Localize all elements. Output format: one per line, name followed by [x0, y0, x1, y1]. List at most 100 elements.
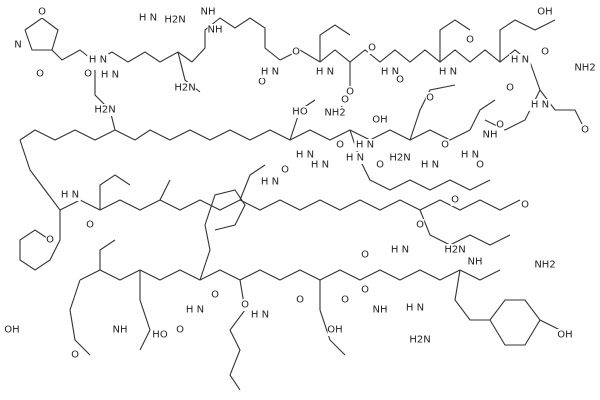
- atom-label-background: [404, 302, 426, 314]
- atom-label: O: [450, 194, 460, 206]
- bond: [419, 209, 511, 246]
- atom-label-background: [540, 46, 550, 58]
- atom-label-text: O: [466, 35, 474, 46]
- atom-label-background: [249, 309, 271, 321]
- atom-label-background: [295, 294, 305, 306]
- atom-label: OH: [372, 114, 388, 126]
- atom-label: H N: [389, 244, 411, 256]
- atom-label-text: O: [84, 69, 92, 80]
- atom-label-text: O: [506, 83, 514, 94]
- atom-label-text: O: [241, 300, 249, 311]
- atom-label: O: [440, 139, 450, 151]
- bond: [24, 17, 59, 51]
- atom-label-background: [280, 164, 290, 176]
- atom-label-text: H2N: [389, 153, 410, 164]
- atom-label-text: NH2: [534, 260, 555, 271]
- atom-label-text: H2N: [164, 15, 185, 26]
- atom-label: HO: [152, 329, 168, 341]
- atom-label-background: [291, 46, 301, 58]
- atom-label: O: [395, 74, 405, 86]
- atom-label: O: [175, 324, 185, 336]
- atom-label-text: NH: [468, 257, 483, 268]
- atom-label-background: [360, 249, 370, 261]
- atom-label: H N: [259, 176, 281, 188]
- atom-label-background: [375, 159, 385, 171]
- bond: [469, 99, 496, 131]
- atom-label-background: [465, 34, 475, 46]
- atom-label-background: [467, 256, 483, 268]
- atom-label: NH: [207, 24, 223, 36]
- atom-label: O: [505, 82, 515, 94]
- atom-label: H N: [184, 304, 206, 316]
- atom-label-text: HO: [292, 107, 308, 118]
- atom-label-text: H N: [251, 310, 269, 321]
- atom-label-background: [505, 82, 515, 94]
- atom-label-text: O: [376, 160, 384, 171]
- bond: [19, 139, 61, 271]
- bond: [454, 269, 541, 346]
- atom-label-background: [372, 304, 388, 316]
- atom-label-text: NH: [373, 305, 388, 316]
- atom-label-text: H N: [511, 55, 529, 66]
- atom-label: H N: [59, 189, 81, 201]
- atom-label-background: [495, 119, 505, 131]
- bond: [19, 129, 471, 141]
- atom-label-text: OH: [537, 7, 552, 18]
- bond: [229, 279, 246, 391]
- atom-label-background: [537, 6, 553, 18]
- atom-label-text: O: [281, 165, 289, 176]
- atom-label-background: [440, 139, 450, 151]
- atom-label-background: [344, 152, 366, 164]
- atom-label-text: O: [368, 43, 376, 54]
- atom-label: O: [45, 234, 55, 246]
- atom-label-text: H N: [186, 305, 204, 316]
- bond: [159, 179, 171, 201]
- atom-label-text: H N: [391, 245, 409, 256]
- atom-label-background: [314, 66, 336, 78]
- bond: [529, 61, 586, 131]
- atom-label: H2N: [174, 82, 196, 94]
- atom-label-background: [99, 69, 121, 81]
- atom-label-text: NH: [208, 25, 223, 36]
- atom-label-text: O: [581, 125, 589, 136]
- atom-label-background: [174, 82, 196, 94]
- atom-label: O: [37, 6, 47, 18]
- atom-label-text: O: [296, 295, 304, 306]
- atom-label: H N: [509, 54, 531, 66]
- atom-label: O: [240, 299, 250, 311]
- atom-label-background: [444, 244, 466, 256]
- atom-label: H N: [354, 139, 376, 151]
- atom-label-background: [35, 68, 45, 80]
- atom-label-background: [87, 54, 109, 66]
- atom-label: NH: [372, 304, 388, 316]
- atom-label-text: H2N: [94, 105, 115, 116]
- atom-label: H N: [87, 54, 109, 66]
- atom-label: NH2: [574, 62, 596, 74]
- bond: [349, 129, 491, 191]
- atom-label-text: O: [426, 93, 434, 104]
- atom-label-text: NH: [483, 130, 498, 141]
- bond: [239, 164, 266, 201]
- atom-label: O: [70, 349, 80, 361]
- atom-label-text: O: [541, 47, 549, 58]
- atom-label: H N: [404, 302, 426, 314]
- atom-label-text: O: [361, 250, 369, 261]
- atom-label: H N: [294, 149, 316, 161]
- bond: [439, 19, 471, 62]
- atom-label: O: [345, 86, 355, 98]
- atom-label-text: O: [336, 140, 344, 151]
- bond: [51, 49, 193, 63]
- atom-label-background: [240, 299, 250, 311]
- atom-label: H2N: [164, 14, 186, 26]
- atom-label: OH: [537, 6, 553, 18]
- atom-label-background: [257, 76, 267, 88]
- atom-label-background: [175, 324, 185, 336]
- atom-label-text: O: [396, 75, 404, 86]
- atom-label: O: [580, 124, 590, 136]
- atom-label-background: [340, 294, 350, 306]
- atom-label-text: O: [258, 77, 266, 88]
- atom-label-text: H N: [346, 153, 364, 164]
- atom-label: NH: [200, 6, 216, 18]
